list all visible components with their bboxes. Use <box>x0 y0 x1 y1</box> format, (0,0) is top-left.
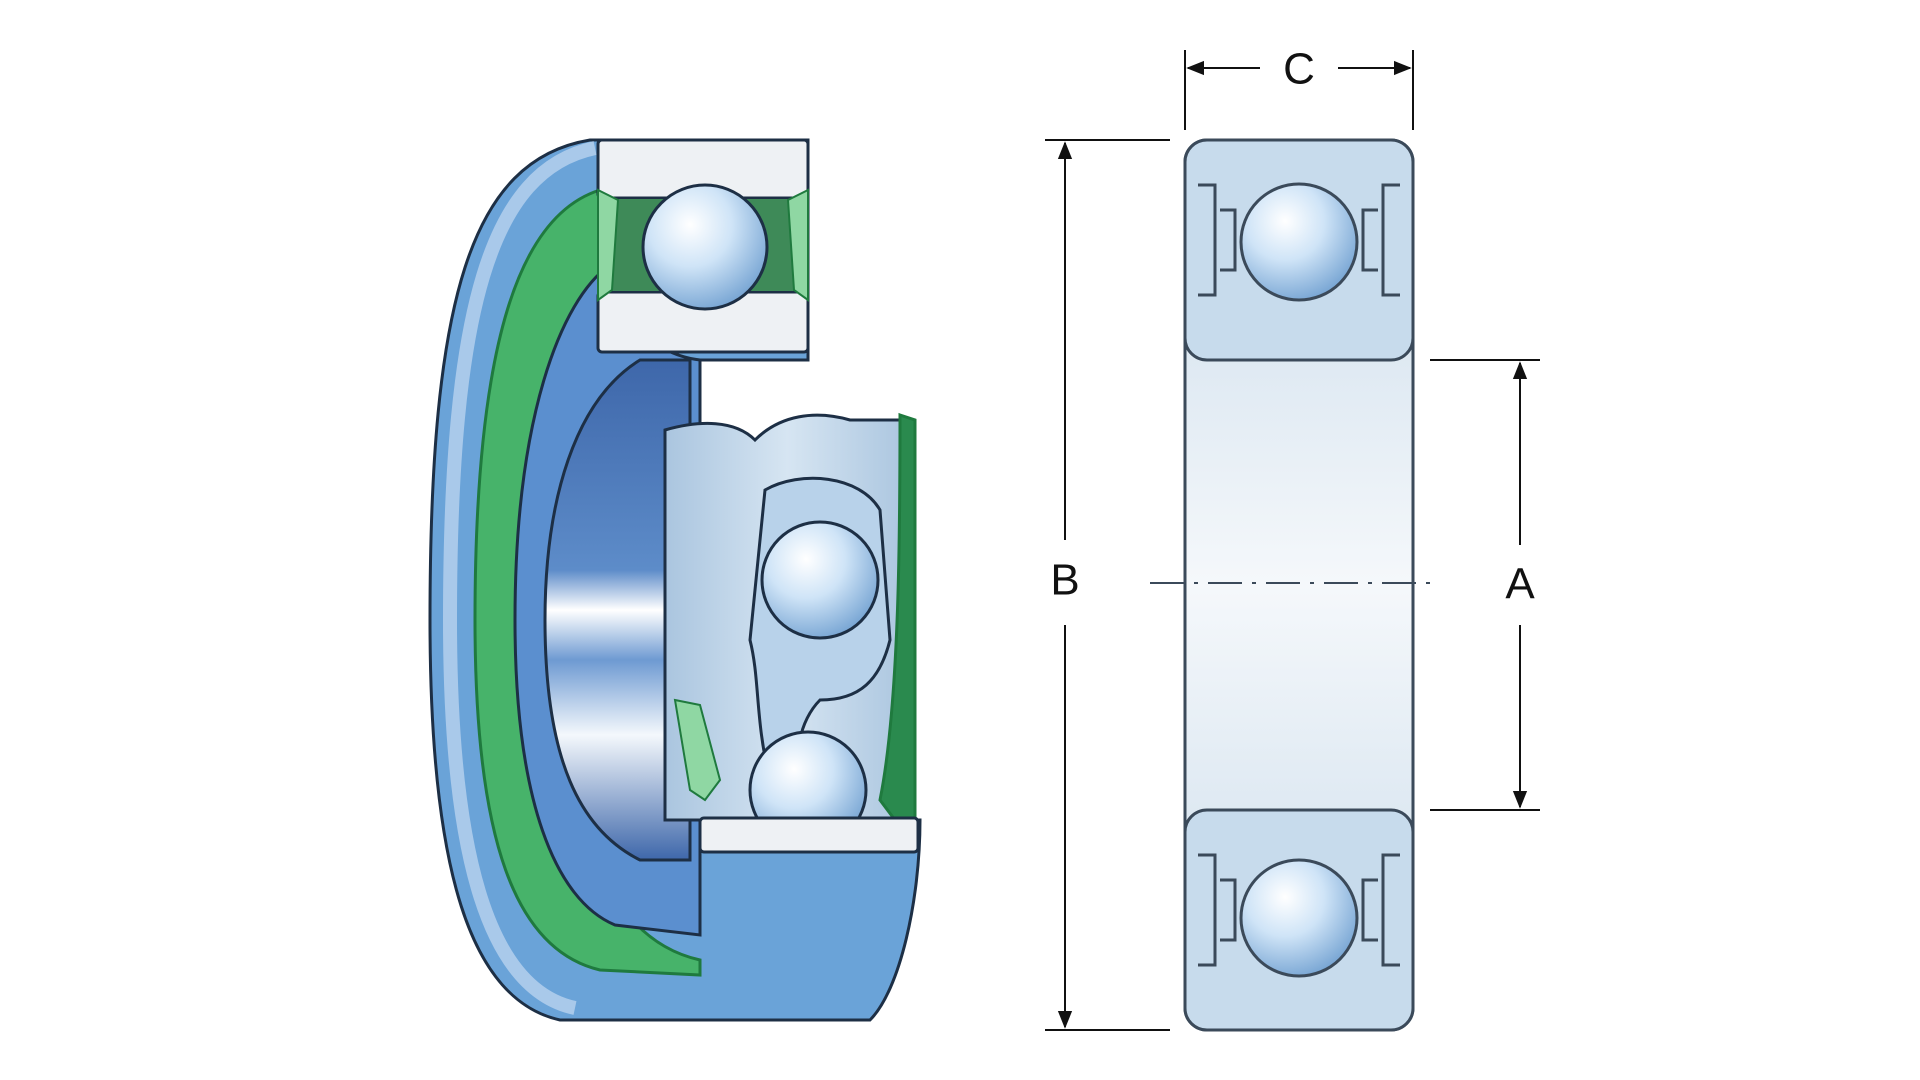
section-top <box>1183 138 1415 362</box>
dimension-bore-diameter: A <box>1430 359 1540 811</box>
bearing-cutaway-illustration <box>428 138 922 1022</box>
bore <box>543 358 692 862</box>
seal-lip-top-right <box>786 188 809 302</box>
dimension-outer-diameter: B <box>1045 139 1170 1031</box>
ball-top <box>641 183 769 311</box>
outer-ring-edge <box>442 141 597 1015</box>
dimension-width: C <box>1184 45 1414 130</box>
seal-lip-top-left <box>597 188 620 302</box>
section-bottom <box>1183 808 1415 1032</box>
dimension-label-a: A <box>1505 560 1535 609</box>
bearing-section-drawing: C B A <box>1045 45 1540 1032</box>
outer-ring-section-bottom <box>698 816 920 854</box>
ball-section-bottom <box>1239 858 1359 978</box>
ball-section-top <box>1239 182 1359 302</box>
seal-right-edge <box>878 412 917 822</box>
ball-middle <box>760 520 880 640</box>
seal-lip-lower <box>673 698 722 802</box>
dimension-label-c: C <box>1283 45 1315 94</box>
dimension-label-b: B <box>1050 556 1079 605</box>
